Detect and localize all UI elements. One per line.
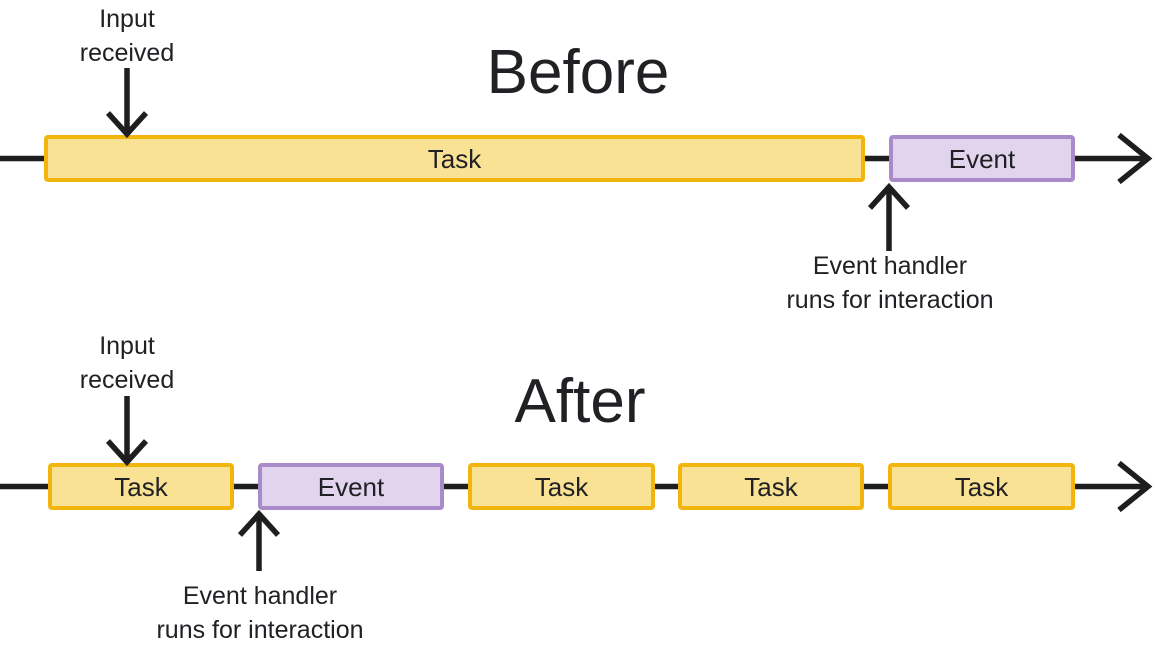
after-handler-arrow	[237, 509, 281, 571]
after-input-label: Input received	[79, 332, 175, 394]
before-handler-arrow	[867, 182, 911, 251]
event-bar-label: Event	[948, 143, 1016, 174]
task-bar-label: Task	[427, 143, 482, 174]
before-input-label: Input received	[79, 5, 175, 67]
event-bar-label: Event	[317, 471, 385, 502]
before-event-bar: Event	[889, 135, 1075, 182]
after-task-bar-4: Task	[888, 463, 1075, 510]
task-bar-label: Task	[954, 471, 1009, 502]
before-task-bar: Task	[44, 135, 865, 182]
task-bar-label: Task	[534, 471, 589, 502]
before-input-arrow	[105, 68, 149, 139]
task-bar-label: Task	[114, 471, 168, 502]
after-handler-label: Event handler runs for interaction	[156, 582, 364, 644]
after-task-bar-3: Task	[678, 463, 864, 510]
after-task-bar-1: Task	[48, 463, 234, 510]
after-input-arrow	[105, 396, 149, 467]
after-title: After	[514, 367, 646, 436]
task-bar-label: Task	[744, 471, 798, 502]
after-task-bar-2: Task	[468, 463, 655, 510]
before-title: Before	[486, 38, 670, 107]
after-event-bar: Event	[258, 463, 444, 510]
before-handler-label: Event handler runs for interaction	[786, 252, 994, 314]
